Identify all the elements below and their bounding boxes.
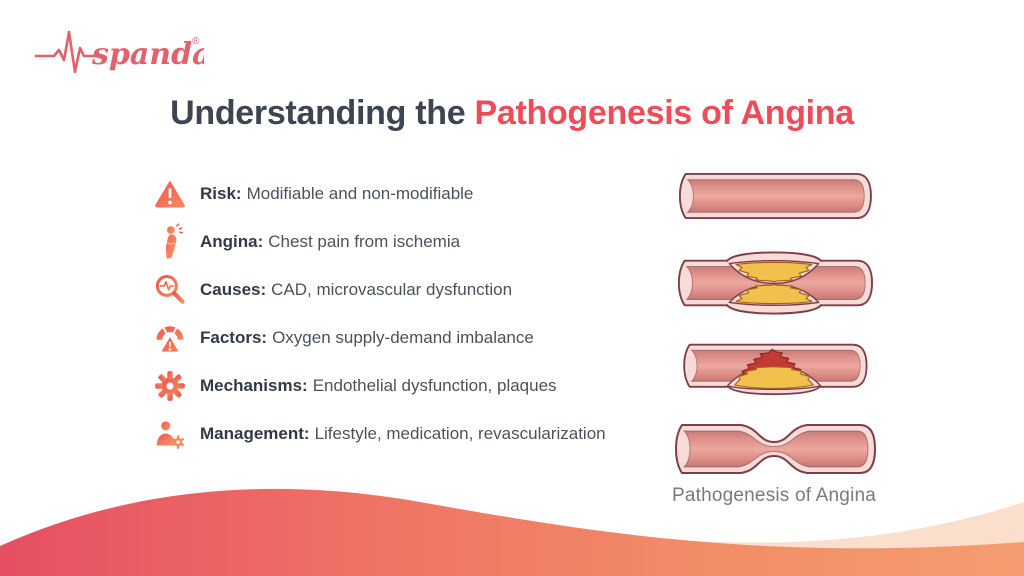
list-item-text: Angina:Chest pain from ischemia	[200, 232, 460, 252]
item-desc: Oxygen supply-demand imbalance	[272, 328, 534, 347]
logo-text: spandan	[91, 37, 204, 72]
registered-mark: ®	[192, 36, 200, 47]
page-title: Understanding the Pathogenesis of Angina	[0, 94, 1024, 133]
item-desc: Endothelial dysfunction, plaques	[312, 376, 557, 395]
list-item-risk: Risk:Modifiable and non-modifiable	[150, 174, 670, 214]
list-item-text: Factors:Oxygen supply-demand imbalance	[200, 328, 534, 348]
ecg-line-icon	[34, 30, 102, 74]
title-highlight: Pathogenesis of Angina	[474, 94, 854, 132]
item-desc: Chest pain from ischemia	[268, 232, 461, 251]
item-label: Factors:	[200, 328, 268, 347]
artery-severe-stenosis-illustration	[675, 424, 876, 474]
list-item-angina: Angina:Chest pain from ischemia	[150, 222, 670, 262]
figure-caption: Pathogenesis of Angina	[671, 485, 877, 506]
list-item-text: Mechanisms:Endothelial dysfunction, plaq…	[200, 376, 557, 396]
item-label: Causes:	[200, 280, 267, 299]
list-item-causes: Causes:CAD, microvascular dysfunction	[150, 270, 670, 310]
list-item-management: Management:Lifestyle, medication, revasc…	[150, 414, 670, 454]
list-item-text: Causes:CAD, microvascular dysfunction	[200, 280, 512, 300]
list-item-mechanisms: Mechanisms:Endothelial dysfunction, plaq…	[150, 366, 670, 406]
warning-triangle-icon	[150, 174, 190, 214]
list-item-text: Risk:Modifiable and non-modifiable	[200, 184, 473, 204]
list-item-factors: Factors:Oxygen supply-demand imbalance	[150, 318, 670, 358]
item-label: Angina:	[200, 232, 264, 251]
key-points-list: Risk:Modifiable and non-modifiable Angin…	[150, 174, 670, 462]
item-label: Risk:	[200, 184, 242, 203]
gear-icon	[150, 366, 190, 406]
item-desc: CAD, microvascular dysfunction	[271, 280, 513, 299]
normal-artery-illustration	[678, 172, 872, 220]
item-desc: Modifiable and non-modifiable	[246, 184, 474, 203]
item-label: Management:	[200, 424, 310, 443]
gauge-warning-icon	[150, 318, 190, 358]
magnifier-pulse-icon	[150, 270, 190, 310]
title-prefix: Understanding the	[170, 94, 475, 132]
chest-pain-person-icon	[150, 222, 190, 262]
spandan-logo: spandan ®	[34, 30, 204, 74]
item-label: Mechanisms:	[200, 376, 308, 395]
list-item-text: Management:Lifestyle, medication, revasc…	[200, 424, 606, 444]
artery-progression-figure: Pathogenesis of Angina	[670, 172, 878, 507]
artery-with-stable-plaque-illustration	[677, 251, 873, 315]
person-gear-icon	[150, 414, 190, 454]
artery-plaque-rupture-thrombus-illustration	[683, 343, 868, 396]
item-desc: Lifestyle, medication, revascularization	[314, 424, 606, 443]
